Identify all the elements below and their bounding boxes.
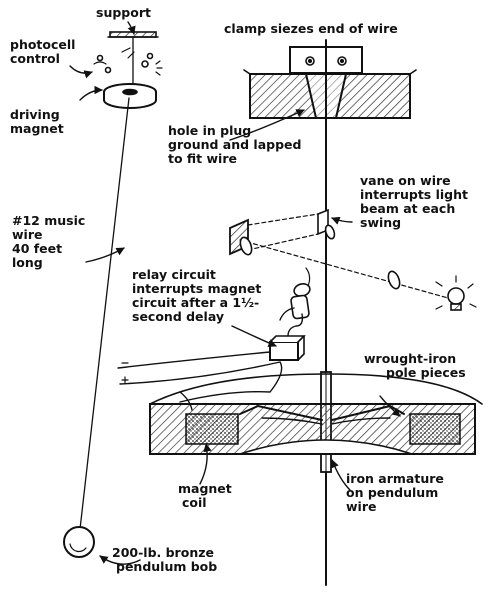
magnet-coil-right — [409, 413, 461, 445]
lens-icon — [239, 224, 401, 290]
label-relay-circuit: relay circuit interrupts magnet circuit … — [132, 267, 262, 324]
relay-icon — [269, 307, 306, 361]
magnet-coil-left — [185, 413, 239, 445]
label-pole-pieces: wrought-iron pole pieces — [364, 351, 466, 380]
photocell-tube-icon — [290, 267, 311, 320]
photocell-bulb-icon — [435, 275, 477, 311]
driving-magnet-icon — [103, 83, 157, 109]
label-hole-in-plug: hole in plug ground and lapped to fit wi… — [168, 123, 302, 166]
circuit-signs — [121, 362, 129, 384]
label-support: support — [96, 5, 151, 20]
pendulum-bob-icon — [63, 526, 95, 558]
music-wire-line — [78, 97, 130, 539]
label-pendulum-bob: 200-lb. bronze pendulum bob — [112, 545, 218, 574]
label-clamp: clamp siezes end of wire — [224, 21, 398, 36]
label-iron-armature: iron armature on pendulum wire — [346, 471, 444, 514]
photocell-control-icon — [93, 47, 163, 76]
ceiling-plug-block — [243, 69, 417, 119]
label-driving-magnet: driving magnet — [10, 107, 64, 136]
leader-arrows — [69, 21, 401, 565]
light-beam — [239, 213, 449, 299]
label-magnet-coil: magnet coil — [178, 481, 232, 510]
label-vane: vane on wire interrupts light beam at ea… — [360, 173, 468, 230]
label-music-wire: #12 music wire 40 feet long — [12, 213, 86, 270]
circuit-wires — [117, 351, 283, 411]
label-photocell-control: photocell control — [10, 37, 76, 66]
